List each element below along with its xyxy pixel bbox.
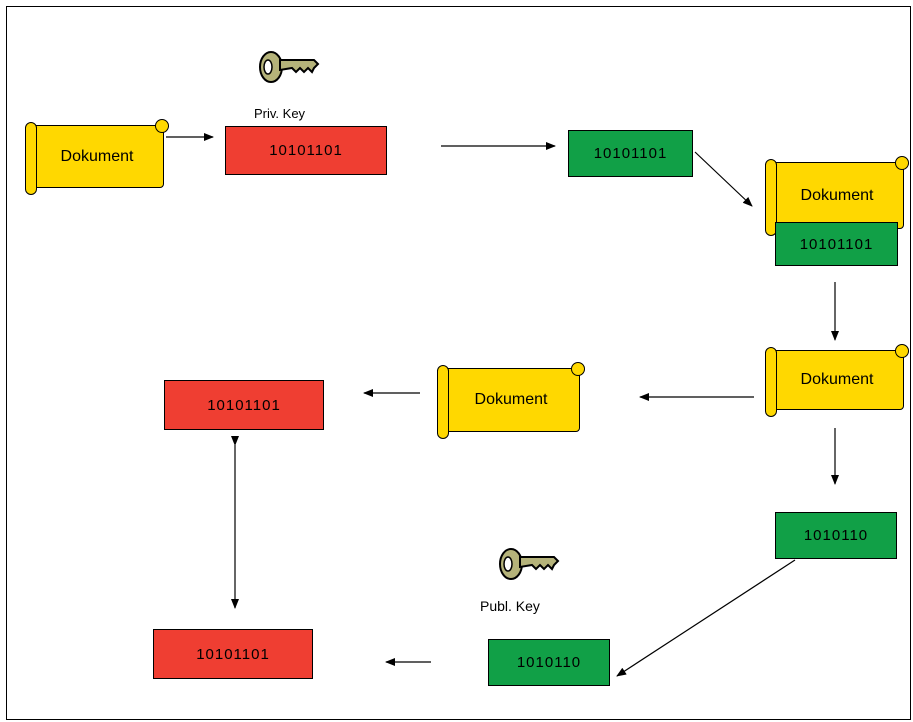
scroll-curl-icon: [765, 159, 777, 236]
document-label: Dokument: [60, 147, 134, 165]
scroll-curl-icon: [437, 365, 449, 439]
document-original: Dokument: [25, 119, 169, 195]
scroll-curl-icon: [571, 362, 585, 376]
public-key-label: Publ. Key: [480, 598, 540, 614]
scroll-curl-icon: [25, 122, 37, 195]
signature-box: 10101101: [568, 130, 693, 177]
document-extracted: Dokument: [437, 362, 585, 439]
public-key-result-box: 1010110: [488, 639, 610, 686]
document-label: Dokument: [800, 186, 874, 204]
private-key-icon: [259, 51, 320, 83]
decrypted-hash-box: 10101101: [153, 629, 313, 679]
private-key-label: Priv. Key: [254, 106, 306, 121]
received-signature-box: 1010110: [775, 512, 897, 559]
document-label: Dokument: [800, 371, 874, 388]
public-key-icon: [499, 548, 560, 580]
attached-signature-box: 10101101: [775, 222, 898, 266]
scroll-curl-icon: [895, 344, 909, 358]
diagram-frame: [6, 6, 911, 720]
document-received: Dokument: [765, 344, 909, 417]
computed-hash-box: 10101101: [164, 380, 324, 430]
scroll-curl-icon: [765, 347, 777, 417]
scroll-curl-icon: [895, 156, 909, 170]
scroll-curl-icon: [155, 119, 169, 133]
signature-hash-box: 10101101: [225, 126, 387, 175]
arrow-signature-to-public: [616, 559, 796, 677]
arrow-signature-to-bundle: [694, 151, 753, 207]
document-label: Dokument: [474, 391, 548, 408]
